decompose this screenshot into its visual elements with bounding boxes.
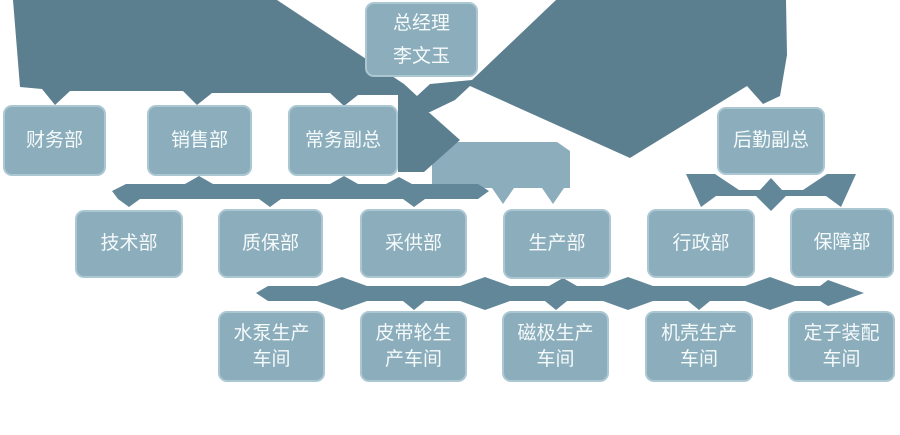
node-label-line: 总经理 [392,12,450,34]
node-label-line: 李文玉 [392,45,450,67]
node-label: 财务部 [25,129,83,151]
connector-band-logistics [686,174,856,211]
node-pulley-workshop[interactable]: 皮带轮生 产车间 [360,311,467,382]
node-label: 后勤副总 [732,130,809,151]
node-logistics-deputy-gm[interactable]: 后勤副总 [717,107,825,175]
node-label: 采供部 [384,232,442,254]
node-label-line: 定子装配 [803,322,880,344]
connector-exec-arrow [398,108,460,172]
node-label: 技术部 [100,233,158,254]
node-quality-assurance-dept[interactable]: 质保部 [218,209,323,278]
node-finance-dept[interactable]: 财务部 [3,105,106,176]
node-administration-dept[interactable]: 行政部 [647,209,755,278]
node-support-dept[interactable]: 保障部 [790,208,894,278]
node-label: 常务副总 [304,129,381,151]
node-general-manager[interactable]: 总经理 李文玉 [365,2,478,77]
node-label-line: 车间 [536,348,575,370]
node-pump-workshop[interactable]: 水泵生产 车间 [218,311,325,382]
node-label-line: 水泵生产 [233,322,310,344]
node-casing-workshop[interactable]: 机壳生产 车间 [645,311,753,382]
node-procurement-dept[interactable]: 采供部 [360,209,467,278]
node-label: 生产部 [528,233,586,254]
node-magnetic-pole-workshop[interactable]: 磁极生产 车间 [502,311,609,382]
node-label: 保障部 [813,232,871,253]
node-label-line: 车间 [679,348,718,370]
node-executive-deputy-gm[interactable]: 常务副总 [288,105,398,176]
connector-light-branch [432,142,570,204]
node-label: 质保部 [241,232,299,254]
connector-band-row2 [112,176,489,207]
node-production-dept[interactable]: 生产部 [503,209,611,279]
node-label: 销售部 [170,129,228,151]
node-label: 行政部 [672,232,730,254]
node-technology-dept[interactable]: 技术部 [75,210,183,278]
node-stator-assembly-workshop[interactable]: 定子装配 车间 [788,311,895,382]
node-label-line: 车间 [252,348,291,370]
node-label-line: 磁极生产 [517,322,594,344]
node-label-line: 机壳生产 [660,322,737,344]
node-label-line: 产车间 [384,348,442,370]
connector-band-row3 [256,277,864,310]
node-label-line: 皮带轮生 [375,322,452,344]
connector-top-mass [13,0,787,158]
node-sales-dept[interactable]: 销售部 [147,105,252,176]
node-label-line: 车间 [822,348,861,370]
